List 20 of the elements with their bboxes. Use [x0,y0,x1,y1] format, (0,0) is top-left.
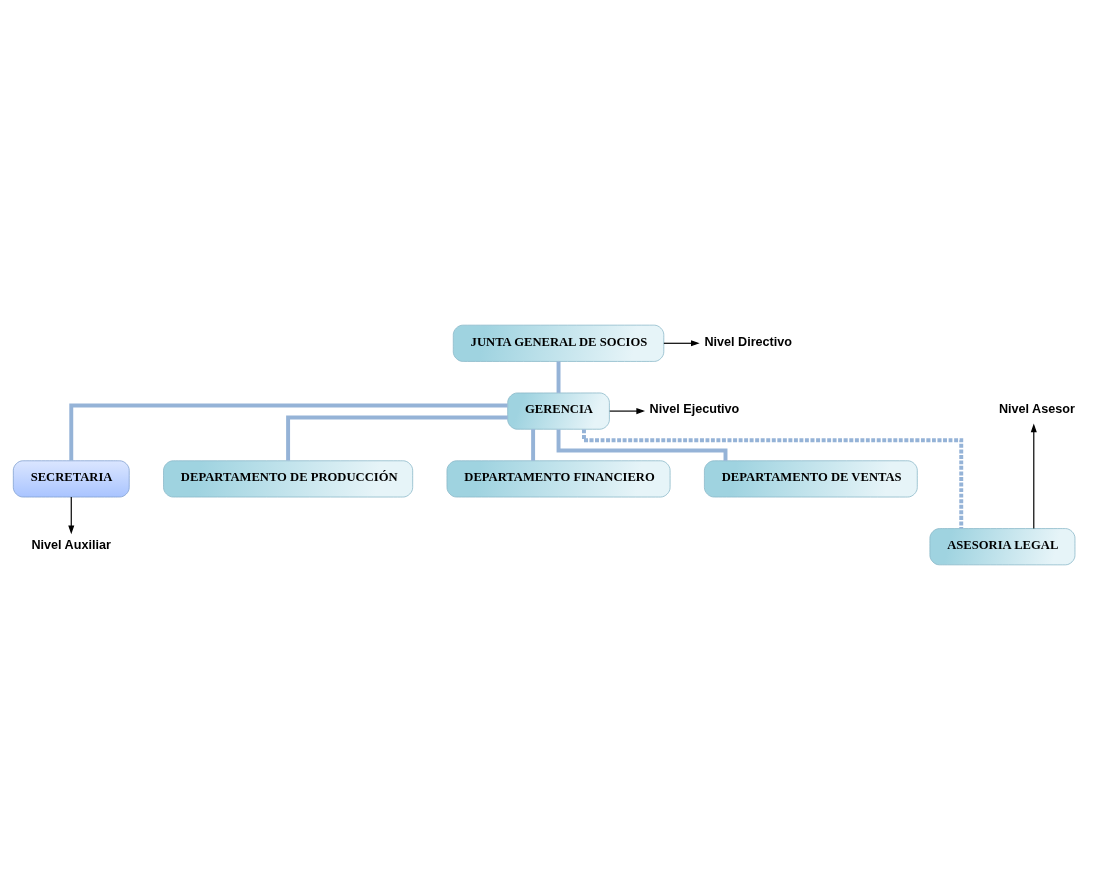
connector [556,360,561,393]
node-text: Nivel Directivo [704,334,793,348]
node-box: DEPARTAMENTO DE VENTAS [704,459,918,497]
node-box: JUNTA GENERAL DE SOCIOS [452,324,665,362]
connector [531,428,536,461]
node-text: Nivel Ejecutivo [649,401,740,416]
arrow [68,496,75,534]
connector [582,428,964,528]
node-box: SECRETARIA [12,459,130,497]
connector [286,414,508,460]
node-box: GERENCIA [507,392,610,430]
arrow [609,407,646,414]
node-text: Nivel Asesor [998,401,1075,416]
arrow [1030,423,1037,529]
arrow [663,339,700,346]
node-box: DEPARTAMENTO DE PRODUCCIÓN [163,459,414,497]
node-text: Nivel Auxiliar [31,537,111,552]
node-box: DEPARTAMENTO FINANCIERO [446,459,671,497]
connector [69,403,508,460]
node-box: ASESORIA LEGAL [929,527,1076,565]
